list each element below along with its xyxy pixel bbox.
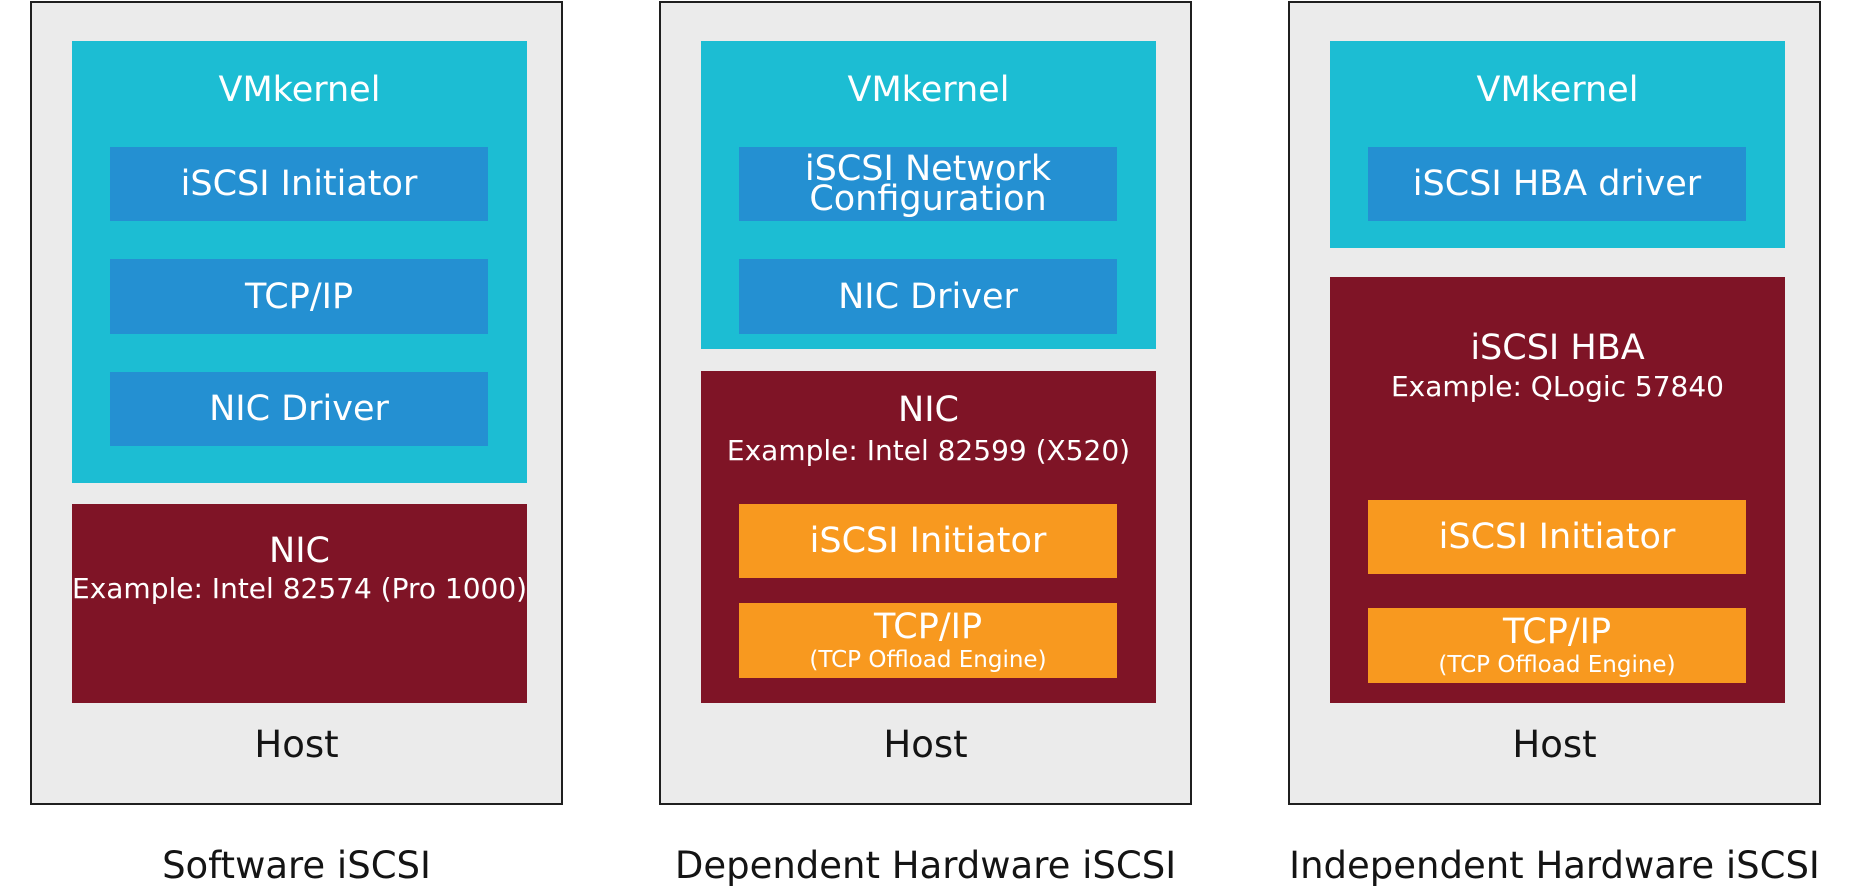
iscsi-network-configuration-line2: Configuration — [809, 179, 1047, 219]
caption-independent-hardware-iscsi: Independent Hardware iSCSI — [1289, 844, 1820, 887]
iscsi-network-configuration-line1: iSCSI Network — [804, 149, 1052, 189]
iscsi-hba-driver-component: iSCSI HBA driver — [1368, 147, 1746, 221]
host-software-iscsi: VMkernel iSCSI Initiator TCP/IP NIC Driv… — [30, 1, 563, 805]
tcp-offload-engine-label: (TCP Offload Engine) — [1438, 651, 1676, 678]
nic-driver-label: NIC Driver — [209, 389, 389, 429]
host-label: Host — [1512, 723, 1597, 766]
host-independent-hardware-iscsi: VMkernel iSCSI HBA driver iSCSI HBA Exam… — [1288, 1, 1821, 805]
iscsi-initiator-label: iSCSI Initiator — [809, 521, 1047, 561]
vmkernel-block: VMkernel iSCSI Initiator TCP/IP NIC Driv… — [72, 41, 527, 483]
nic-title: NIC — [269, 531, 330, 571]
tcp-ip-offload-component: TCP/IP (TCP Offload Engine) — [739, 603, 1117, 678]
nic-driver-label: NIC Driver — [838, 276, 1018, 317]
nic-example: Example: Intel 82574 (Pro 1000) — [72, 572, 528, 605]
iscsi-initiator-label: iSCSI Initiator — [1438, 517, 1676, 557]
nic-title: NIC — [898, 390, 959, 430]
host-label: Host — [254, 723, 339, 766]
iscsi-initiator-component: iSCSI Initiator — [739, 504, 1117, 578]
iscsi-initiator-component: iSCSI Initiator — [110, 147, 488, 221]
vmkernel-block: VMkernel iSCSI Network Configuration NIC… — [701, 41, 1156, 349]
iscsi-hba-block: iSCSI HBA Example: QLogic 57840 iSCSI In… — [1330, 277, 1785, 703]
iscsi-initiator-label: iSCSI Initiator — [180, 164, 418, 204]
caption-software-iscsi: Software iSCSI — [162, 844, 431, 887]
nic-block: NIC Example: Intel 82574 (Pro 1000) — [72, 504, 527, 703]
tcp-ip-offload-component: TCP/IP (TCP Offload Engine) — [1368, 608, 1746, 683]
vmkernel-title: VMkernel — [218, 70, 381, 110]
iscsi-hba-example: Example: QLogic 57840 — [1390, 370, 1724, 403]
vmkernel-block: VMkernel iSCSI HBA driver — [1330, 41, 1785, 248]
tcp-ip-label: TCP/IP — [1502, 611, 1612, 652]
nic-example: Example: Intel 82599 (X520) — [726, 434, 1131, 467]
tcp-ip-label: TCP/IP — [244, 276, 354, 317]
host-dependent-hardware-iscsi: VMkernel iSCSI Network Configuration NIC… — [659, 1, 1192, 805]
host-label: Host — [883, 723, 968, 766]
vmkernel-title: VMkernel — [1476, 70, 1639, 110]
iscsi-network-configuration-component: iSCSI Network Configuration — [739, 147, 1117, 221]
iscsi-hba-title: iSCSI HBA — [1470, 328, 1645, 368]
iscsi-hba-driver-label: iSCSI HBA driver — [1412, 164, 1702, 204]
vmkernel-title: VMkernel — [847, 70, 1010, 110]
tcp-ip-label: TCP/IP — [873, 606, 983, 647]
tcp-ip-component: TCP/IP — [110, 259, 488, 334]
nic-block: NIC Example: Intel 82599 (X520) iSCSI In… — [701, 371, 1156, 703]
tcp-offload-engine-label: (TCP Offload Engine) — [809, 646, 1047, 673]
iscsi-initiator-component: iSCSI Initiator — [1368, 500, 1746, 574]
nic-driver-component: NIC Driver — [739, 259, 1117, 334]
nic-driver-component: NIC Driver — [110, 372, 488, 446]
caption-dependent-hardware-iscsi: Dependent Hardware iSCSI — [674, 844, 1177, 887]
